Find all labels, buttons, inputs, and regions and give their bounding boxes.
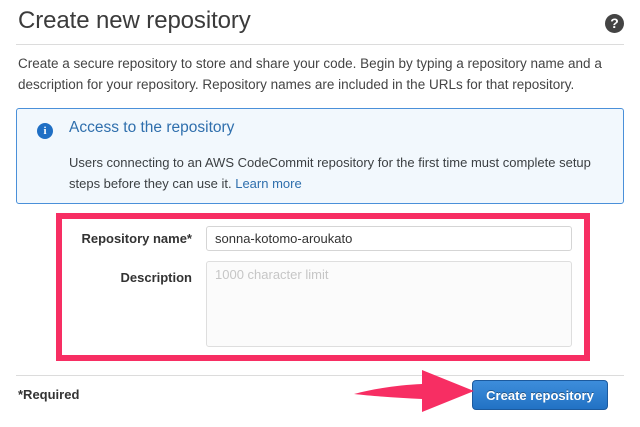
alert-title: Access to the repository — [69, 119, 235, 136]
learn-more-link[interactable]: Learn more — [235, 176, 302, 191]
create-repository-button[interactable]: Create repository — [472, 380, 608, 410]
repository-name-input[interactable] — [206, 226, 572, 251]
intro-paragraph: Create a secure repository to store and … — [18, 56, 602, 92]
help-circle-icon[interactable]: ? — [605, 14, 624, 33]
required-note: *Required — [18, 387, 80, 402]
footer-divider — [16, 375, 624, 376]
repository-name-label: Repository name* — [81, 231, 192, 246]
info-circle-icon: i — [37, 123, 53, 139]
alert-body: Users connecting to an AWS CodeCommit re… — [69, 152, 604, 194]
page-header: Create new repository ? — [0, 0, 640, 46]
description-textarea[interactable] — [206, 261, 572, 347]
page-title: Create new repository — [18, 7, 251, 34]
alert-body-text: Users connecting to an AWS CodeCommit re… — [69, 155, 591, 191]
description-label: Description — [120, 270, 192, 285]
access-info-alert: i Access to the repository Users connect… — [16, 108, 624, 204]
arrow-icon — [354, 370, 474, 412]
header-divider — [16, 44, 624, 45]
